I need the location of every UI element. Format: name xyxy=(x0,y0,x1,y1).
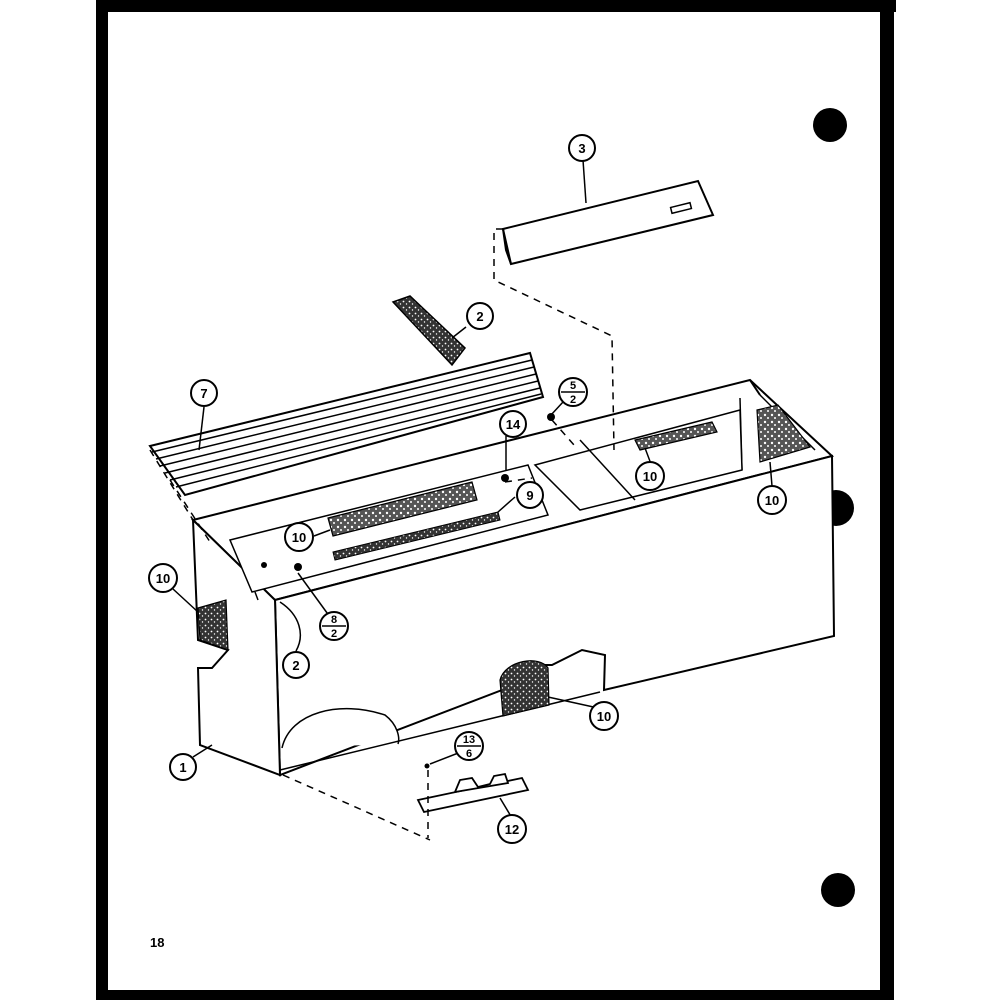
callout-12-label: 12 xyxy=(505,822,519,837)
callout-7-label: 7 xyxy=(200,386,207,401)
part-insulation-side xyxy=(756,404,812,463)
callout-2-top-label: 2 xyxy=(476,309,483,324)
callout-10-side: 10 xyxy=(148,563,178,593)
part-insulation-front xyxy=(499,660,550,717)
callout-10-right: 10 xyxy=(757,485,787,515)
callout-10-front-label: 10 xyxy=(597,709,611,724)
part-bracket xyxy=(416,772,530,814)
part-insulation-center xyxy=(327,481,478,537)
callout-3-label: 3 xyxy=(578,141,585,156)
part-insulation-left xyxy=(197,599,229,651)
callout-2-bottom: 2 xyxy=(282,651,310,679)
callout-2-top: 2 xyxy=(466,302,494,330)
page-number: 18 xyxy=(150,935,164,950)
hardware-screws xyxy=(261,413,555,769)
callout-5-over-2-top: 5 xyxy=(570,380,576,392)
callout-5-over-2-bottom: 2 xyxy=(570,394,576,406)
callout-2-bottom-label: 2 xyxy=(292,658,299,673)
part-grille xyxy=(148,351,545,497)
binder-hole-top xyxy=(813,108,847,142)
callout-8-over-2-bottom: 2 xyxy=(331,628,337,640)
callout-13-over-6-bottom: 6 xyxy=(466,748,472,760)
callout-10-panel: 10 xyxy=(635,461,665,491)
binder-hole-bottom xyxy=(821,873,855,907)
callout-10-side-label: 10 xyxy=(156,571,170,586)
callout-14-label: 14 xyxy=(506,417,521,432)
callout-1-label: 1 xyxy=(179,760,186,775)
callout-5-over-2: 5 2 xyxy=(558,377,588,407)
callout-9-label: 9 xyxy=(526,488,533,503)
part-insulation-panel xyxy=(634,421,718,451)
part-top-cover xyxy=(501,179,715,266)
part-gasket-strip xyxy=(391,295,467,367)
assembly-dashed-lines xyxy=(149,228,615,841)
callout-8-over-2-top: 8 xyxy=(331,614,337,626)
callout-1: 1 xyxy=(169,753,197,781)
callout-10-right-label: 10 xyxy=(765,493,779,508)
callout-13-over-6-top: 13 xyxy=(463,734,475,746)
callout-13-over-6: 13 6 xyxy=(454,731,484,761)
callout-14: 14 xyxy=(499,410,527,438)
callout-10-center: 10 xyxy=(284,522,314,552)
callout-10-center-label: 10 xyxy=(292,530,306,545)
callout-9: 9 xyxy=(516,481,544,509)
callout-7: 7 xyxy=(190,379,218,407)
callout-10-panel-label: 10 xyxy=(643,469,657,484)
callout-12: 12 xyxy=(497,814,527,844)
callout-8-over-2: 8 2 xyxy=(319,611,349,641)
callout-3: 3 xyxy=(568,134,596,162)
part-foam-strip xyxy=(332,511,501,561)
callout-10-front: 10 xyxy=(589,701,619,731)
